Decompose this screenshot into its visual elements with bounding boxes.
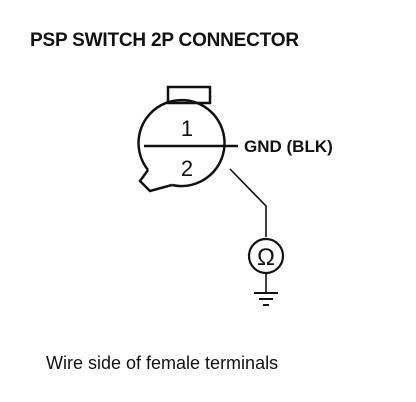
terminal-1-label: 1: [181, 116, 193, 141]
diagram-caption: Wire side of female terminals: [46, 353, 279, 373]
connector-body: [137, 85, 238, 193]
terminal-2-label: 2: [181, 156, 193, 181]
ground-wire: [229, 168, 267, 237]
ground-icon: [254, 292, 278, 306]
connector-housing: [137, 98, 226, 188]
ohm-icon: Ω: [257, 244, 275, 271]
key-notch: [138, 169, 173, 193]
diagram-title: PSP SWITCH 2P CONNECTOR: [30, 30, 299, 51]
wire-label: GND (BLK): [244, 137, 333, 156]
ohmmeter: Ω: [247, 237, 285, 275]
